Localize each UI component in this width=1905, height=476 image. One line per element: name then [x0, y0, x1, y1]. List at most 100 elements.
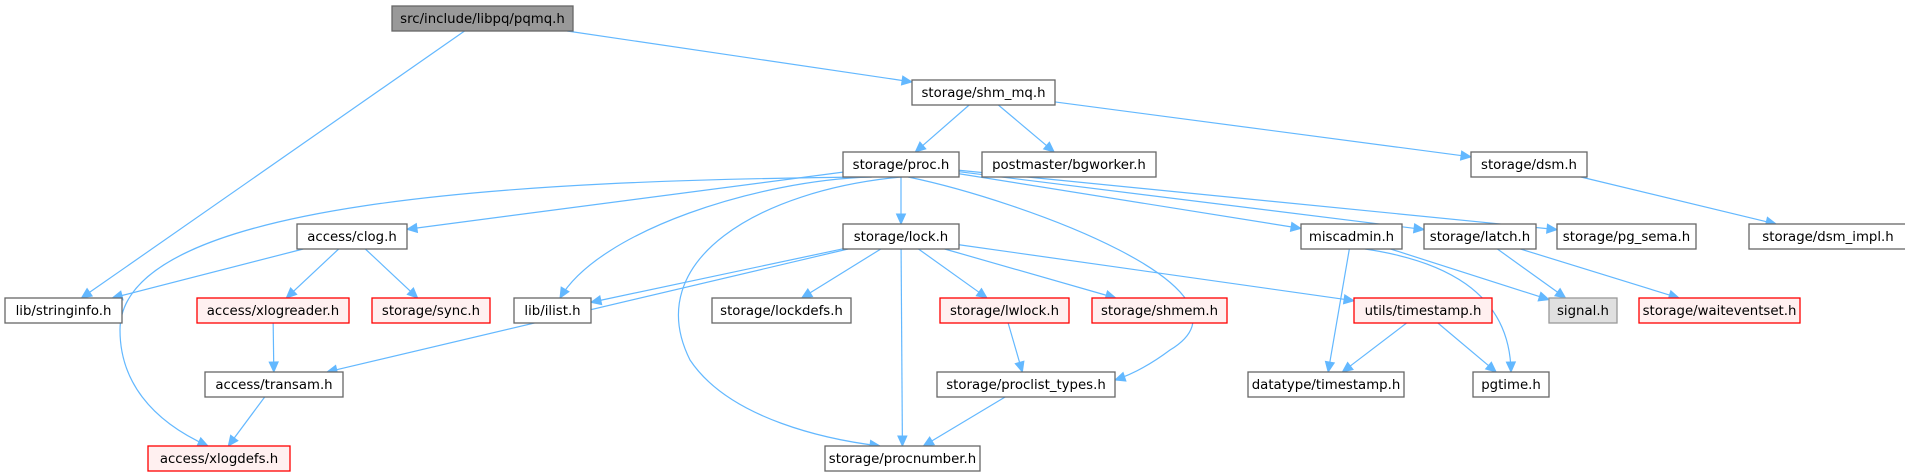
node-signal[interactable]: signal.h [1548, 297, 1618, 324]
node-datatype-timestamp[interactable]: datatype/timestamp.h [1247, 371, 1405, 398]
node-box[interactable] [981, 151, 1157, 178]
node-stringinfo[interactable]: lib/stringinfo.h [4, 297, 123, 324]
edge-line [1520, 248, 1670, 296]
edge-transam-to-xlogdefs [227, 396, 266, 447]
node-label: access/xlogreader.h [207, 304, 339, 319]
node-transam[interactable]: access/transam.h [204, 371, 344, 398]
node-bgworker[interactable]: postmaster/bgworker.h [981, 151, 1157, 178]
arrowhead-icon [800, 287, 814, 299]
edge-line [600, 248, 844, 301]
edge-clog-to-xlogreader [285, 248, 340, 299]
node-box[interactable] [1423, 223, 1537, 250]
node-box[interactable] [371, 297, 491, 324]
arrowhead-icon [895, 213, 907, 226]
node-miscadmin[interactable]: miscadmin.h [1300, 223, 1403, 250]
node-box[interactable] [296, 223, 408, 250]
edge-line [1497, 248, 1558, 293]
node-proc[interactable]: storage/proc.h [842, 151, 960, 178]
node-box[interactable] [1472, 371, 1550, 398]
edge-lock-to-ilist [589, 248, 844, 306]
node-label: lib/ilist.h [524, 304, 580, 319]
node-box[interactable] [196, 297, 350, 324]
node-box[interactable] [1548, 297, 1618, 324]
arrowhead-icon [1324, 360, 1336, 374]
edge-line [364, 248, 411, 292]
node-lockdefs[interactable]: storage/lockdefs.h [711, 297, 852, 324]
edge-latch-to-waiteventset [1520, 248, 1681, 300]
node-label: storage/dsm_impl.h [1762, 230, 1893, 245]
node-shm-mq[interactable]: storage/shm_mq.h [911, 79, 1056, 106]
edge-line [233, 396, 266, 439]
node-box[interactable] [842, 223, 960, 250]
edge-lock-to-lwlock [918, 248, 989, 299]
node-waiteventset[interactable]: storage/waiteventset.h [1638, 297, 1801, 324]
node-box[interactable] [939, 297, 1070, 324]
edge-lock-to-lockdefs [800, 248, 882, 299]
node-box[interactable] [204, 371, 344, 398]
edge-proc-to-pg-sema [958, 169, 1559, 234]
node-box[interactable] [824, 445, 981, 472]
node-xlogdefs[interactable]: access/xlogdefs.h [147, 445, 291, 472]
node-sync[interactable]: storage/sync.h [371, 297, 491, 324]
node-box[interactable] [147, 445, 291, 472]
arrowhead-icon [405, 222, 419, 234]
edge-latch-to-signal [1497, 248, 1567, 299]
edge-proc-to-ilist [559, 176, 872, 300]
node-label: storage/proc.h [853, 158, 950, 173]
edge-line [1437, 322, 1489, 367]
node-box[interactable] [1091, 297, 1228, 324]
node-latch[interactable]: storage/latch.h [1423, 223, 1537, 250]
node-proclist-types[interactable]: storage/proclist_types.h [936, 371, 1116, 398]
node-box[interactable] [1470, 151, 1588, 178]
arrowhead-icon [897, 435, 908, 448]
edge-pqmq-to-shm-mq [567, 30, 914, 86]
node-dsm-impl[interactable]: storage/dsm_impl.h [1748, 223, 1905, 250]
node-box[interactable] [842, 151, 960, 178]
arrowhead-icon [1459, 150, 1473, 161]
node-box[interactable] [711, 297, 852, 324]
node-label: storage/pg_sema.h [1563, 230, 1690, 245]
arrowhead-icon [914, 141, 927, 153]
arrowhead-icon [1546, 223, 1559, 234]
node-box[interactable] [513, 297, 592, 324]
edge-lwlock-to-proclist-types [1007, 322, 1025, 374]
node-box[interactable] [911, 79, 1056, 106]
edge-line [416, 171, 844, 229]
node-clog[interactable]: access/clog.h [296, 223, 408, 250]
edges-layer [80, 30, 1778, 450]
node-dsm[interactable]: storage/dsm.h [1470, 151, 1588, 178]
arrowhead-icon [975, 287, 989, 299]
node-box[interactable] [936, 371, 1116, 398]
node-lock[interactable]: storage/lock.h [842, 223, 960, 250]
edge-line [1580, 176, 1767, 223]
edge-line [119, 176, 873, 447]
arrowhead-icon [1484, 361, 1498, 373]
edge-miscadmin-to-datatype-timestamp [1324, 248, 1350, 374]
node-box[interactable] [4, 297, 123, 324]
node-box[interactable] [391, 5, 574, 32]
node-pg-sema[interactable]: storage/pg_sema.h [1556, 223, 1697, 250]
node-procnumber[interactable]: storage/procnumber.h [824, 445, 981, 472]
edge-lock-to-utils-timestamp [958, 244, 1356, 305]
node-xlogreader[interactable]: access/xlogreader.h [196, 297, 350, 324]
node-pqmq[interactable]: src/include/libpq/pqmq.h [391, 5, 574, 32]
edge-line [89, 30, 465, 293]
node-utils-timestamp[interactable]: utils/timestamp.h [1353, 297, 1493, 324]
node-box[interactable] [1556, 223, 1697, 250]
arrowhead-icon [268, 361, 279, 374]
node-label: signal.h [1557, 304, 1609, 319]
node-shmem[interactable]: storage/shmem.h [1091, 297, 1228, 324]
node-label: storage/shm_mq.h [922, 86, 1046, 101]
node-ilist[interactable]: lib/ilist.h [513, 297, 592, 324]
edge-line [958, 171, 1415, 229]
node-lwlock[interactable]: storage/lwlock.h [939, 297, 1070, 324]
arrowhead-icon [227, 434, 239, 447]
node-label: storage/shmem.h [1101, 304, 1218, 319]
node-box[interactable] [1300, 223, 1403, 250]
node-pgtime[interactable]: pgtime.h [1472, 371, 1550, 398]
node-box[interactable] [1353, 297, 1493, 324]
node-box[interactable] [1638, 297, 1801, 324]
node-box[interactable] [1748, 223, 1905, 250]
node-box[interactable] [1247, 371, 1405, 398]
